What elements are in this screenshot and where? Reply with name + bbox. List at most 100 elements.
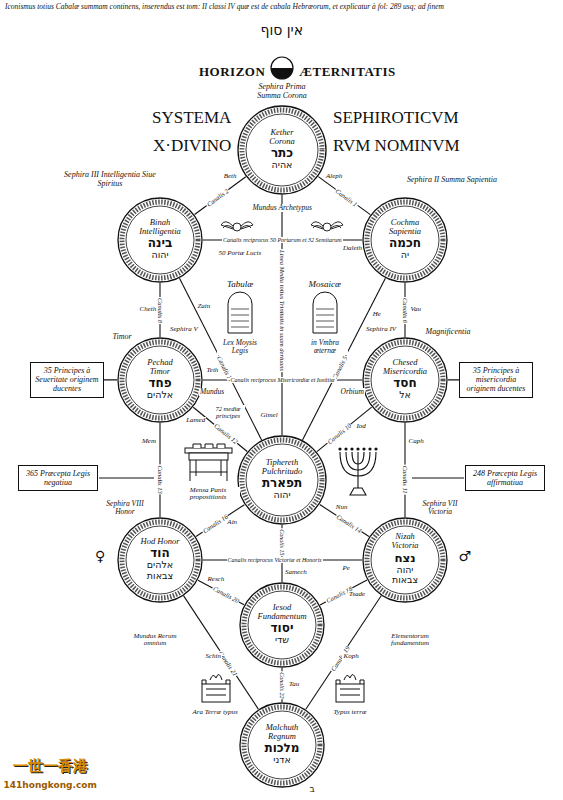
- sephira-circle: Iesod Fundamentumיסודשדי: [239, 582, 325, 668]
- divine-name: אלהים: [147, 391, 173, 402]
- letter-name: Daleth: [342, 245, 363, 253]
- sephira-text: Tiphereth Pulchritudoתפארתיהוה: [260, 458, 305, 501]
- letter-name: Ain: [226, 519, 238, 527]
- channel-line: [198, 580, 244, 605]
- sephira-text: Kether Coronaכתראהיה: [260, 128, 305, 171]
- tablet-label: Mosaicæ: [308, 280, 343, 290]
- divine-name: אל: [399, 391, 411, 402]
- letter-name: Cheth: [139, 306, 158, 314]
- menorah: [338, 447, 377, 495]
- divine-name: יהוה: [151, 251, 168, 262]
- sephira-name: Malchuth Regnum: [261, 723, 304, 741]
- sephira-circle: Hod Honorהודאלהים צבאות: [117, 517, 203, 603]
- hebrew-name: נצח: [394, 551, 415, 565]
- channel-line: [195, 177, 246, 215]
- channel-label: Linea Media totius Trinitatis in suam de…: [278, 249, 285, 372]
- tablet-label: in Vmbra æternæ: [302, 339, 348, 356]
- inner-ring: [246, 444, 318, 516]
- letter-name: Vau: [410, 306, 423, 314]
- outer-ring: [238, 106, 326, 194]
- sephira-label: Magnificentia: [425, 328, 472, 337]
- box-text: 35 Principes à misericordia originem duc…: [463, 366, 529, 394]
- channel-label: Canalis 8: [156, 297, 163, 324]
- divine-name: יהוה: [273, 491, 290, 502]
- hebrew-name: יסוד: [271, 621, 294, 635]
- channel-line: [320, 505, 369, 537]
- world-label: Orbium: [340, 388, 365, 396]
- divine-name: שדי: [275, 636, 289, 647]
- sephira-circle: Tiphereth Pulchritudoתפארתיהוה: [237, 435, 327, 525]
- sephira-circle: Binah Intelligentiaבינהיהוה: [117, 197, 203, 283]
- principes-label: 72 mediæ principes: [211, 405, 245, 419]
- letter-name: Tau: [288, 681, 300, 689]
- sephira-text: Malchuth Regnumמלכותאדני: [261, 723, 304, 766]
- outer-ring: [118, 518, 202, 602]
- planet-symbol: ♀: [94, 549, 106, 564]
- name-ring: [367, 202, 443, 278]
- sephira-text: Iesod Fundamentumיסודשדי: [257, 603, 306, 646]
- channel-label: Canalis 20: [211, 585, 241, 606]
- letter-name: Koph: [342, 653, 359, 661]
- box-text: 35 Principes à Seueritate originem ducen…: [34, 366, 100, 394]
- sephira-label: Sephira III Intelligentia Siue Spiritus: [53, 171, 167, 189]
- name-ring: [122, 522, 198, 598]
- sephira-circle: Kether Coronaכתראהיה: [237, 105, 327, 195]
- channel-label: Canalis 1: [334, 187, 360, 209]
- hebrew-name: תפארת: [262, 476, 302, 490]
- inner-ring: [126, 206, 194, 274]
- sephira-name: Pechad Timor: [139, 358, 182, 376]
- heading-text: HORIZON: [198, 65, 266, 79]
- letter-name: Caph: [408, 438, 425, 446]
- inner-ring: [126, 346, 194, 414]
- text-box: 365 Præcepta Legis negatiua: [18, 465, 98, 491]
- outer-ring: [238, 436, 326, 524]
- hebrew-name: חסד: [393, 376, 416, 390]
- world-label: Elementorum fundamentum: [384, 633, 436, 648]
- world-label: Mundus Rerum omnium: [129, 633, 181, 648]
- sephira-label: Sephira VIII Honor: [98, 500, 152, 517]
- tablet-label: Lex Moysis Legis: [217, 339, 263, 356]
- world-label: Mundus: [199, 388, 225, 396]
- inner-ring: [371, 526, 439, 594]
- inner-ring: [371, 206, 439, 274]
- letter-name: Lamed: [185, 417, 206, 425]
- heading-text: ÆTERNITATIS: [298, 65, 397, 79]
- divine-name: אלהים צבאות: [139, 561, 182, 583]
- sephira-circle: Chesed Misericordiaחסדאל: [362, 337, 448, 423]
- channel-line: [448, 379, 459, 380]
- name-ring: [242, 110, 322, 190]
- table-of-showbread: [185, 444, 232, 481]
- sephira-name: Cochma Sapientia: [384, 218, 427, 236]
- name-ring: [367, 342, 443, 418]
- text-box: 35 Principes à misericordia originem duc…: [459, 362, 533, 398]
- table-label: Mensa Panis propositionis: [176, 487, 240, 502]
- page-mark: ב: [309, 785, 316, 795]
- title-text: RVM NOMINVM: [332, 137, 461, 156]
- sephira-name: Hod Honor: [141, 537, 180, 546]
- hebrew-name: בינה: [148, 236, 173, 250]
- hebrew-name: מלכות: [264, 741, 299, 755]
- sephira-name: Binah Intelligentia: [139, 218, 182, 236]
- horizon-disk: [271, 57, 293, 79]
- outer-ring: [118, 338, 202, 422]
- hebrew-name: הוד: [150, 546, 169, 560]
- letter-name: Pe: [342, 565, 351, 573]
- inner-ring: [248, 591, 316, 659]
- letter-name: Nun: [335, 504, 349, 512]
- sephira-text: Nizah Victoriaנצחיהוה צבאות: [384, 533, 427, 586]
- channel-label: Canalis 22: [279, 671, 286, 699]
- sephira-label: Sephira VII Victoria: [413, 500, 467, 517]
- name-ring: [367, 522, 443, 598]
- channel-line: [104, 379, 117, 380]
- channel-label: Canalis 13: [157, 464, 164, 494]
- letter-name: Resch: [207, 576, 226, 584]
- outer-ring: [363, 198, 447, 282]
- name-ring: [242, 440, 322, 520]
- channel-label: Canalis 15: [279, 528, 286, 556]
- letter-name: Gimel: [260, 412, 279, 420]
- sephira-circle: Nizah Victoriaנצחיהוה צבאות: [362, 517, 448, 603]
- title-text: SEPHIROTICVM: [332, 109, 460, 128]
- gate-label: 50 Portæ Lucis: [218, 250, 263, 258]
- letter-name: Zain: [196, 303, 211, 311]
